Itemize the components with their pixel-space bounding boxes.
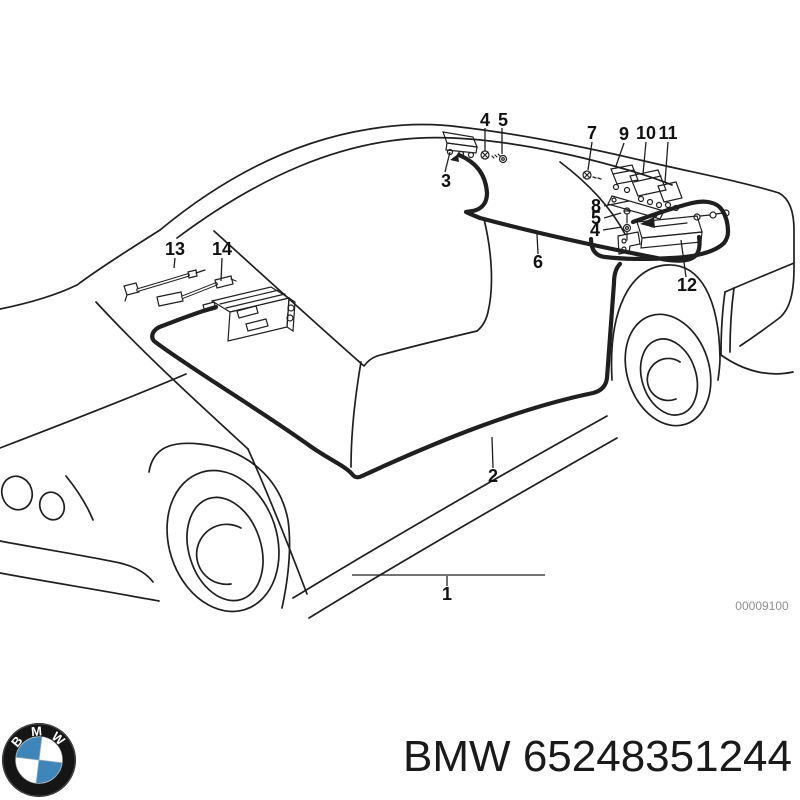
callout-labels: 1 2 3 4 5 6 7 8 9 10 11 12 13 14 4 5 [165, 110, 697, 604]
car-body-outline [0, 123, 795, 619]
rear-shelf-bracket [588, 199, 731, 262]
bmw-roundel-icon: B M W [2, 723, 76, 797]
callout-label-7: 7 [587, 123, 597, 143]
callout-label-9: 9 [619, 124, 629, 144]
callout-label-11: 11 [658, 123, 677, 143]
callout-label-1: 1 [442, 584, 452, 604]
part-14-extension-cable [156, 275, 237, 307]
callout-label-4b: 4 [590, 220, 600, 240]
callout-label-14: 14 [212, 239, 232, 259]
bmw-logo: B M W [1, 722, 77, 798]
part-number-text: 65248351244 [522, 732, 792, 781]
callout-label-13: 13 [165, 239, 185, 259]
callout-label-8: 8 [591, 196, 601, 216]
diagram-code: 00009100 [735, 599, 789, 613]
headlights [0, 475, 66, 521]
part-4-screw-front [480, 150, 490, 160]
callout-label-5b: 5 [591, 208, 601, 228]
roof-antenna-cable [456, 152, 702, 263]
callout-label-4: 4 [480, 110, 490, 130]
rear-wheel [624, 313, 712, 427]
callout-label-10: 10 [636, 123, 656, 143]
callout-label-5: 5 [498, 110, 508, 130]
part-7-screw [582, 170, 602, 180]
front-wheel [166, 469, 280, 613]
attachment-arrow-icon [450, 154, 459, 162]
callout-label-6: 6 [533, 252, 543, 272]
part-12-module [617, 209, 730, 255]
logo-letter-m: M [30, 723, 42, 739]
brand-text: BMW [403, 732, 511, 781]
callout-label-2: 2 [488, 466, 498, 486]
part-8-mounting-plate [607, 195, 665, 220]
roundel-quadrants [16, 737, 62, 783]
part-9-10-11-amplifier-assembly [610, 164, 683, 212]
part-3-roof-amplifier [442, 131, 478, 162]
callout-label-3: 3 [441, 171, 451, 191]
part-4-washer-rear [622, 223, 632, 241]
part-5-bolt-rear [623, 207, 631, 224]
radio-unit [202, 286, 296, 342]
part-13-adapter-cable [123, 269, 206, 302]
callout-leader-lines [173, 128, 687, 586]
part-5-nut-front [491, 153, 508, 164]
sill-antenna-cable [150, 261, 623, 480]
attachment-arrow-icon [640, 217, 655, 228]
part-number-title: BMW 65248351244 [403, 735, 792, 779]
callout-label-12: 12 [677, 275, 697, 295]
